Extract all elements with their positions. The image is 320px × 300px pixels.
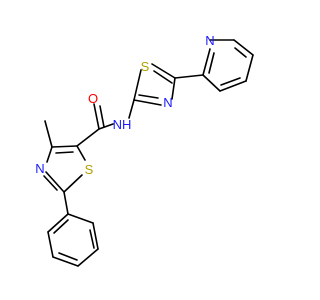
bond xyxy=(202,74,221,92)
double-bond xyxy=(153,70,173,84)
bond xyxy=(52,256,79,267)
amide-group xyxy=(76,103,114,147)
thiazole-top-nitrogen-label: N xyxy=(163,95,172,110)
pyridine-nitrogen-label: N xyxy=(205,33,214,48)
bond xyxy=(46,146,53,163)
bond xyxy=(133,69,142,101)
bond xyxy=(63,174,83,193)
thiazole-top-sulfur-label: S xyxy=(141,59,150,74)
bond xyxy=(93,103,100,130)
amide-nh-label: NH xyxy=(113,117,132,132)
bond xyxy=(76,145,86,161)
bond xyxy=(77,248,99,267)
double-bond xyxy=(43,175,58,191)
bond xyxy=(151,63,176,79)
bond xyxy=(133,99,162,106)
phenyl-ring xyxy=(47,213,99,267)
double-bond xyxy=(138,94,159,99)
amide-oxygen-label: O xyxy=(88,91,98,106)
bond xyxy=(67,213,94,224)
bond xyxy=(174,74,204,79)
bond xyxy=(128,99,135,119)
bond xyxy=(202,48,211,76)
bond xyxy=(92,222,99,250)
double-bond xyxy=(55,151,74,154)
molecule-structure-diagram: N S N O NH N S xyxy=(35,33,254,267)
bond xyxy=(219,80,247,92)
double-bond xyxy=(53,219,69,234)
atom-label-group: N S N O NH N S xyxy=(35,33,214,177)
bond xyxy=(171,77,176,100)
thiazole-ring-top xyxy=(133,63,204,106)
thiazole-bottom-sulfur-label: S xyxy=(85,162,94,177)
double-bond xyxy=(220,77,241,86)
bond xyxy=(47,231,54,258)
methyl-bond xyxy=(44,120,53,148)
bond xyxy=(98,123,114,130)
bond xyxy=(51,145,78,148)
bond xyxy=(63,191,69,215)
double-bond xyxy=(89,229,95,249)
double-bond xyxy=(234,47,247,58)
bond xyxy=(233,39,254,56)
bond xyxy=(245,54,254,82)
bond xyxy=(45,171,65,193)
bond xyxy=(47,213,69,233)
thiazole-bottom-nitrogen-label: N xyxy=(35,161,44,176)
double-bond xyxy=(99,105,105,128)
double-bond xyxy=(58,252,78,261)
double-bond xyxy=(208,52,215,74)
thiazole-ring-bottom xyxy=(43,120,86,193)
pyridine-ring xyxy=(202,39,254,92)
bond xyxy=(76,128,100,147)
